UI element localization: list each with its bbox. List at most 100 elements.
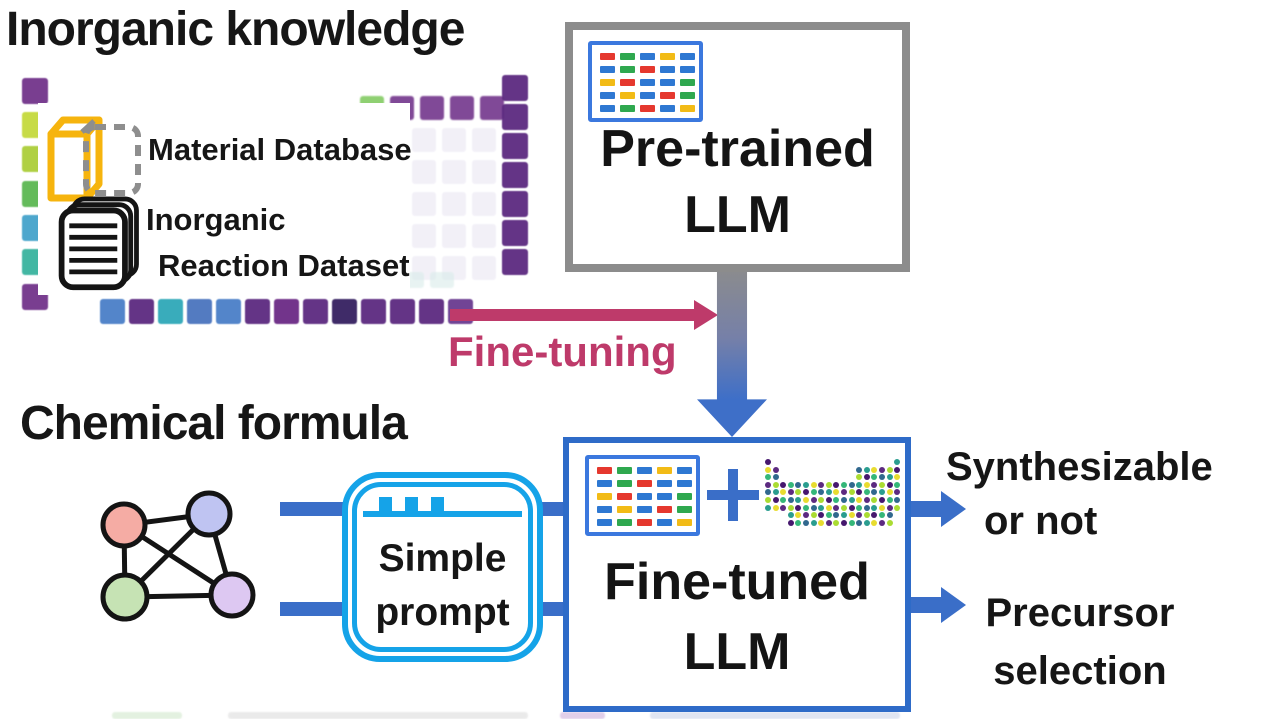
element-square — [303, 299, 328, 324]
element-square — [480, 96, 504, 120]
token-dash — [640, 79, 655, 86]
element-square — [787, 504, 794, 511]
token-dash — [620, 92, 635, 99]
element-square — [871, 504, 878, 511]
arrow-head — [941, 587, 966, 623]
element-square — [879, 466, 885, 473]
synthesizable-or-not-label: Synthesizable or not — [946, 440, 1213, 548]
element-square — [780, 489, 787, 496]
token-dash — [597, 506, 612, 513]
chemical-formula-title: Chemical formula — [20, 397, 408, 450]
output-arrow-synthesizable — [903, 491, 966, 527]
token-dash — [677, 493, 692, 500]
element-square — [765, 474, 771, 481]
pretrained-line1: Pre-trained — [600, 120, 875, 178]
token-dash — [640, 53, 655, 60]
database-icon — [47, 116, 141, 202]
inorganic-dataset-label-line2: Reaction Dataset — [158, 248, 410, 283]
token-dash — [680, 92, 695, 99]
inorganic-dataset-label-line1: Inorganic — [146, 202, 286, 237]
output-arrow-precursor — [903, 587, 966, 623]
element-square — [216, 299, 241, 324]
element-square — [787, 519, 794, 526]
element-square — [863, 519, 870, 526]
element-square — [871, 481, 878, 488]
element-square — [810, 504, 817, 511]
material-database-label: Material Database — [148, 132, 412, 167]
token-dash — [637, 480, 652, 487]
element-square — [879, 489, 885, 496]
element-square — [863, 474, 870, 481]
element-square — [818, 504, 825, 511]
token-dash — [597, 519, 612, 526]
element-square — [502, 75, 528, 101]
element-square — [772, 489, 779, 496]
window-tab-icon — [405, 497, 418, 512]
element-square — [390, 299, 415, 324]
element-square — [472, 224, 496, 248]
element-square — [810, 519, 817, 526]
llm-tokens-icon — [588, 41, 703, 122]
element-square — [803, 519, 809, 526]
element-square — [871, 489, 878, 496]
element-square — [886, 519, 893, 526]
window-tab-icon — [431, 497, 444, 512]
element-square — [863, 497, 870, 503]
element-square — [803, 489, 809, 496]
element-square — [412, 192, 436, 216]
window-tab-icon — [379, 497, 392, 512]
element-square — [803, 512, 809, 519]
token-dash — [617, 493, 632, 500]
element-square — [863, 481, 870, 488]
token-dash — [680, 105, 695, 112]
element-square — [803, 481, 809, 488]
element-square — [795, 519, 802, 526]
element-square — [833, 489, 840, 496]
element-square — [841, 497, 847, 503]
token-dash — [660, 66, 675, 73]
element-square — [863, 504, 870, 511]
element-square — [442, 192, 466, 216]
element-square — [863, 512, 870, 519]
element-square — [112, 712, 182, 719]
output2-line1: Precursor — [985, 591, 1175, 635]
element-square — [871, 474, 878, 481]
element-square — [856, 497, 863, 503]
element-square — [879, 504, 885, 511]
element-square — [841, 504, 847, 511]
element-square — [825, 489, 832, 496]
token-dash — [637, 493, 652, 500]
element-square — [818, 512, 825, 519]
element-square — [833, 504, 840, 511]
element-square — [772, 497, 779, 503]
precursor-selection-label: Precursor selection — [952, 584, 1208, 700]
element-square — [502, 133, 528, 159]
pretrained-llm-box: Pre-trained LLM — [565, 22, 910, 272]
element-square — [833, 497, 840, 503]
element-square — [502, 104, 528, 130]
pretrained-line2: LLM — [684, 186, 791, 244]
prompt-window-icon: Simple prompt — [352, 482, 533, 652]
element-square — [228, 712, 528, 719]
element-square — [818, 489, 825, 496]
token-dash — [620, 79, 635, 86]
element-square — [420, 96, 444, 120]
arrow-shaft — [903, 501, 943, 517]
element-square — [361, 299, 386, 324]
output1-line2: or not — [984, 499, 1098, 543]
token-dash — [600, 79, 615, 86]
element-square — [502, 191, 528, 217]
element-square — [810, 489, 817, 496]
element-square — [856, 466, 863, 473]
element-square — [412, 160, 436, 184]
element-square — [871, 519, 878, 526]
element-square — [818, 481, 825, 488]
element-square — [187, 299, 212, 324]
element-square — [787, 512, 794, 519]
element-square — [886, 481, 893, 488]
element-square — [787, 481, 794, 488]
prompt-line1: Simple — [378, 537, 507, 580]
element-square — [848, 512, 855, 519]
node-lavender — [208, 571, 256, 619]
element-square — [825, 481, 832, 488]
